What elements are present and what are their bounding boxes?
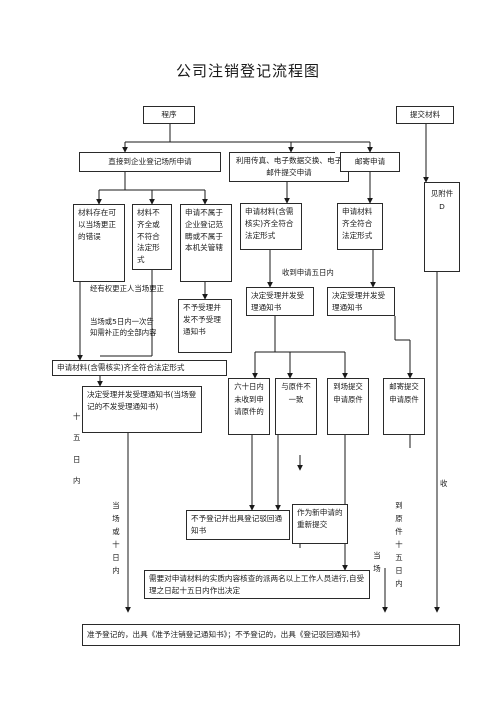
incomplete-node: 材料不齐全或不符合法定形式 bbox=[132, 204, 172, 270]
fax-complete-node: 申请材料(含需核实)齐全符合法定形式 bbox=[240, 203, 302, 250]
received-5days-note: 收到申请五日内 bbox=[282, 268, 334, 277]
accept-fax-node: 决定受理并发受理通知书 bbox=[246, 287, 314, 316]
not-register-node: 不予登记并出具登记驳回通知书 bbox=[186, 510, 290, 540]
page-title: 公司注销登记流程图 bbox=[175, 62, 320, 80]
onsite-or-15-note: 当场或十日内 bbox=[112, 501, 120, 575]
materials-complete-node: 申请材料(含需核实)齐全符合法定形式 bbox=[52, 360, 227, 376]
correct-onsite-note: 经有权更正人当场更正 bbox=[90, 284, 164, 293]
within-15-node: 六十日内未收到申请原件的 bbox=[228, 378, 270, 435]
reject-notice-node: 不予受理并发不予受理通知书 bbox=[178, 299, 232, 353]
mail-complete-node: 申请材料齐全符合法定形式 bbox=[337, 203, 383, 250]
notify-once-note: 当场或5日内一次告知需补正的全部内容 bbox=[90, 317, 157, 338]
mail-apply-node: 邮寄申请 bbox=[340, 152, 400, 172]
onsite-note: 当场 bbox=[373, 551, 381, 573]
verify-node: 需要对申请材料的实质内容核查的派两名以上工作人员进行,自受理之日起十五日内作出决… bbox=[144, 570, 370, 599]
originals-15-note: 到原件十五日内 bbox=[395, 501, 403, 588]
appendix-node: 见附件D bbox=[424, 182, 460, 272]
errors-correctable-node: 材料存在可以当场更正的错误 bbox=[73, 204, 125, 282]
program-node: 程序 bbox=[143, 106, 195, 124]
direct-apply-node: 直接到企业登记场所申请 bbox=[79, 152, 221, 172]
inconsistent-node: 与原件不一致 bbox=[275, 378, 317, 435]
submit-materials-node: 提交材料 bbox=[396, 106, 454, 124]
fax-email-node: 利用传真、电子数据交换、电子邮件提交申请 bbox=[229, 152, 349, 182]
resubmit-node: 作为新申请的重新提交 bbox=[292, 504, 348, 544]
final-node: 准予登记的，出具《准予注销登记通知书》；不予登记的，出具《登记驳回通知书》 bbox=[82, 624, 460, 646]
accept-mail-node: 决定受理并发受理通知书 bbox=[327, 287, 395, 316]
accept-notice-node: 决定受理并发受理通知书(当场登记的不发受理通知书) bbox=[82, 386, 202, 433]
received-note: 收 bbox=[440, 479, 448, 488]
not-in-scope-node: 申请不属于企业登记范畴或不属于本机关管辖 bbox=[180, 204, 232, 282]
onsite-submit-node: 到场提交申请原件 bbox=[327, 378, 369, 435]
fifteen-days-note: 十五日内 bbox=[73, 412, 81, 486]
mail-original-node: 邮寄提交申请原件 bbox=[383, 378, 425, 435]
